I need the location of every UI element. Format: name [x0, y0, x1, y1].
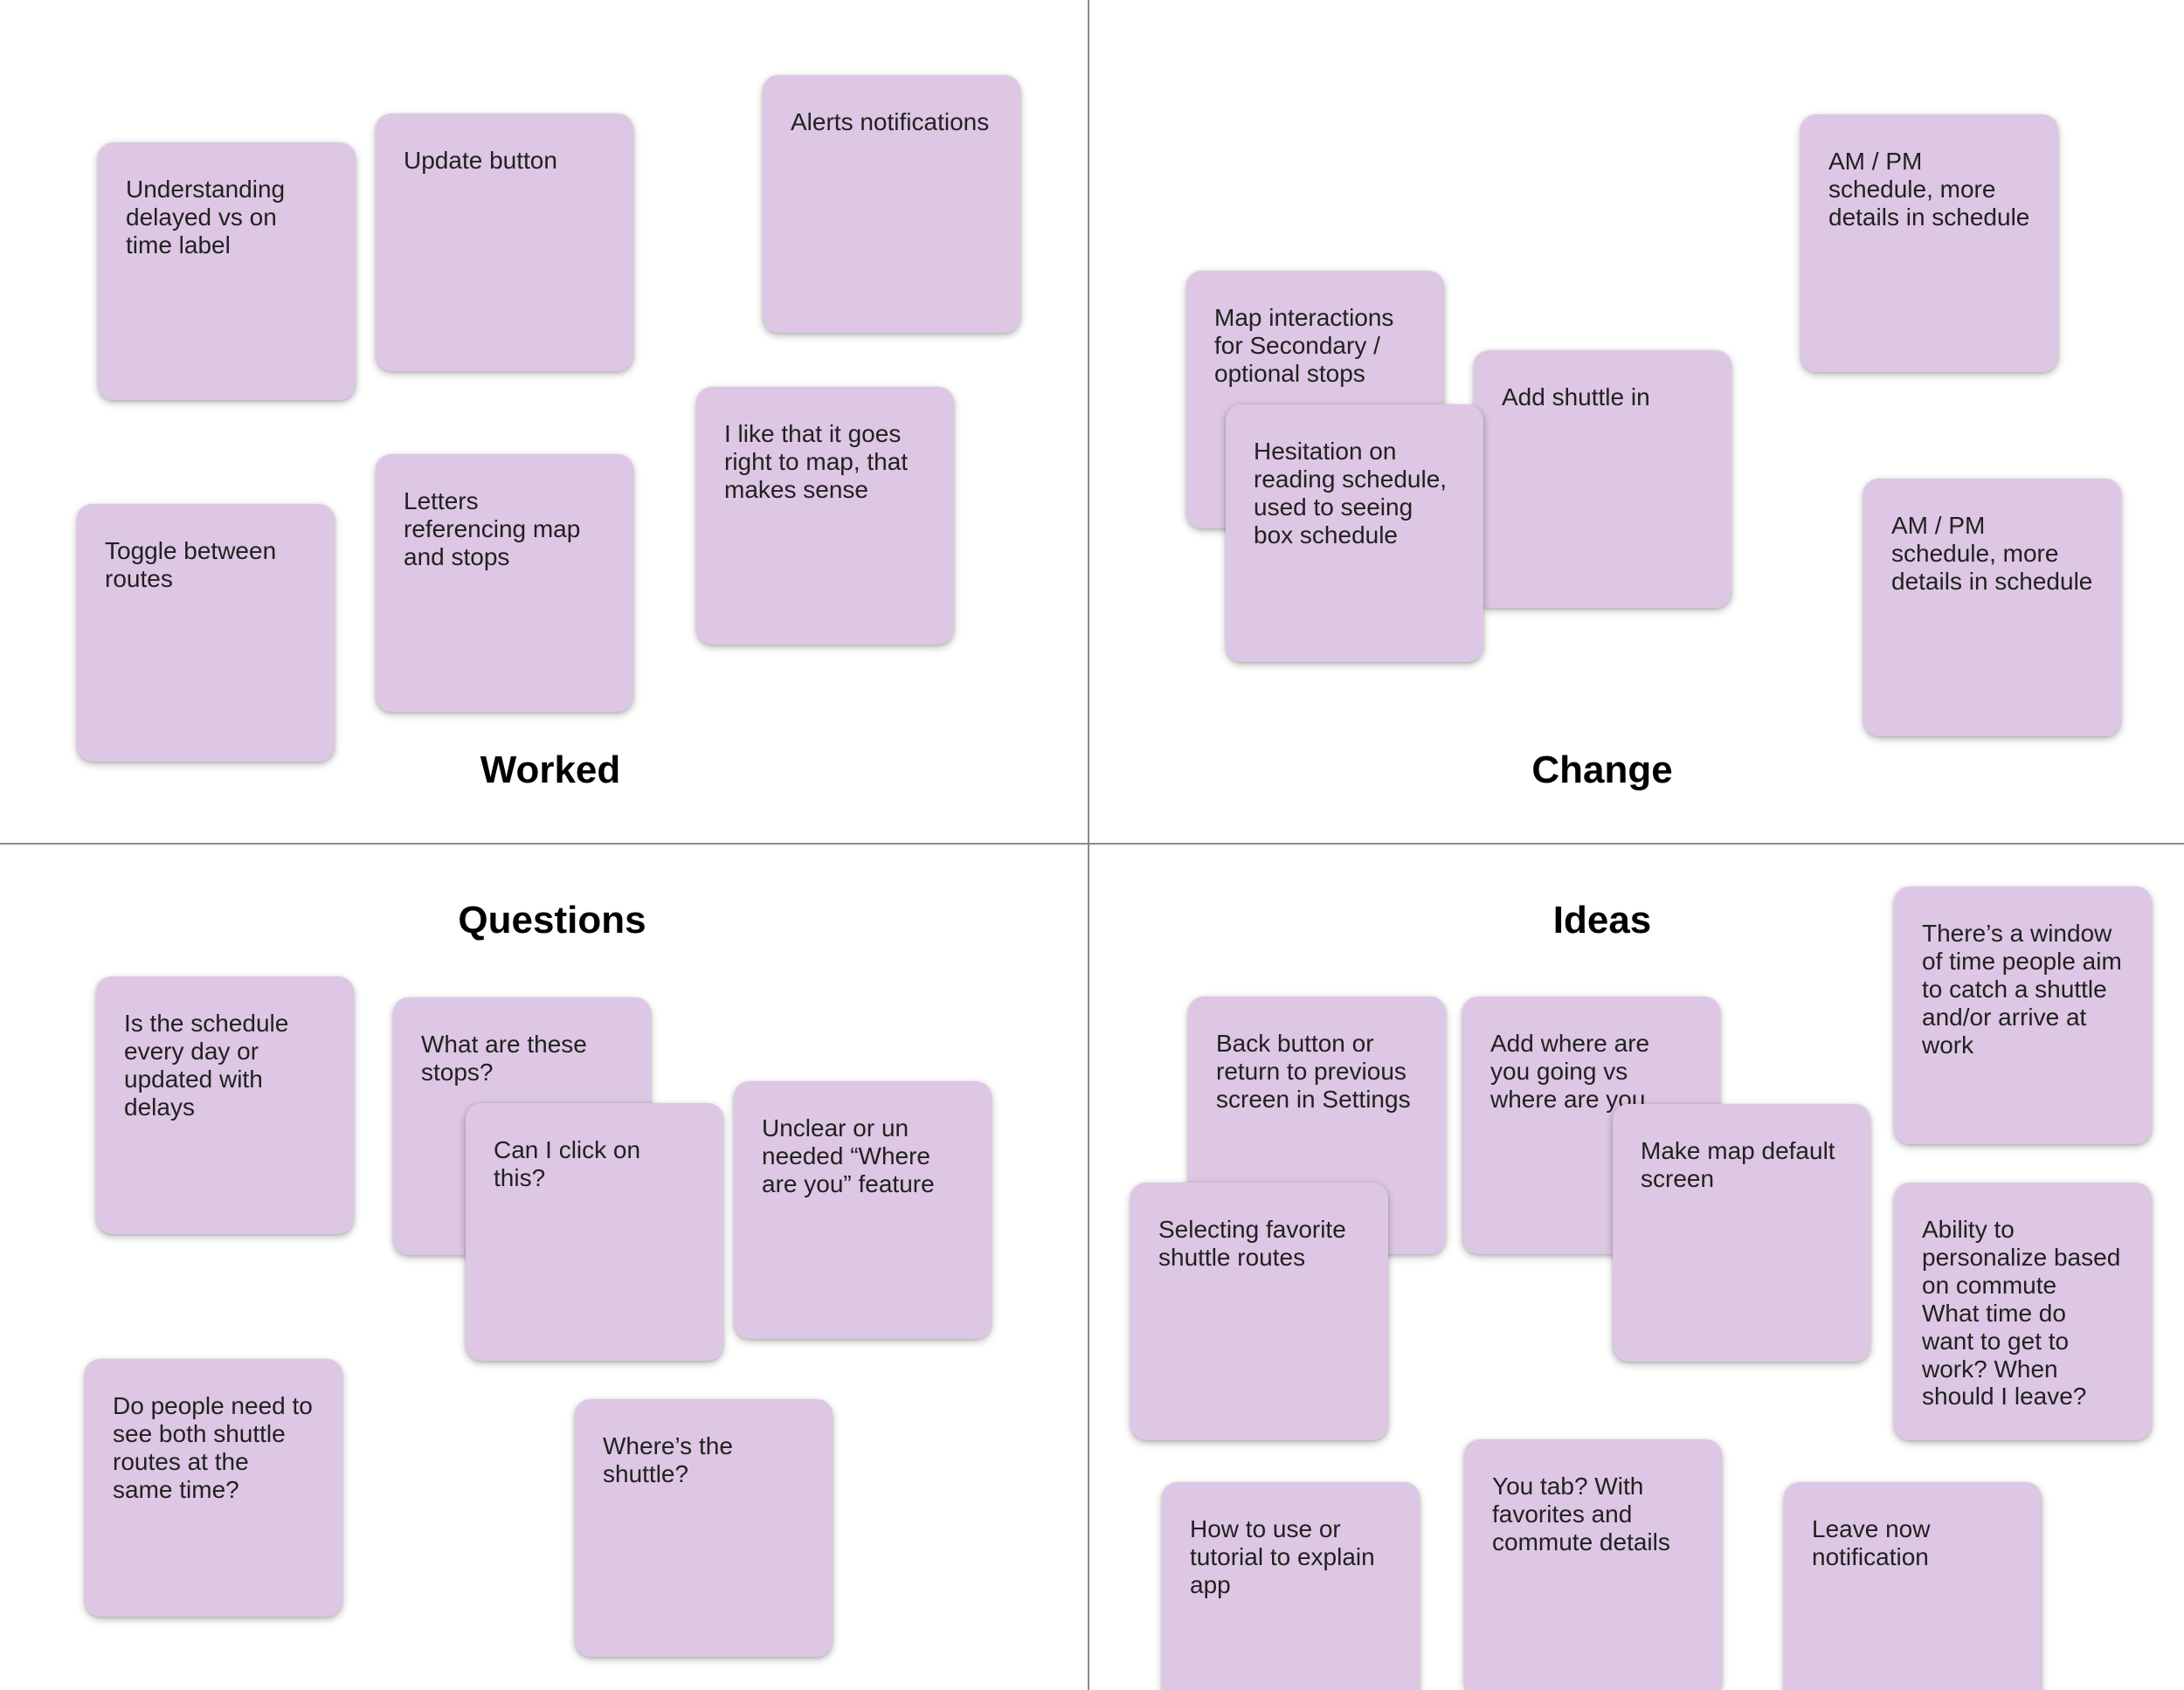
sticky-note[interactable]: Update button [376, 114, 633, 371]
sticky-note[interactable]: Understanding delayed vs on time label [98, 142, 356, 400]
sticky-note[interactable]: Can I click on this? [466, 1103, 723, 1361]
sticky-note[interactable]: Where’s the shuttle? [575, 1399, 833, 1657]
quadrant-label-questions[interactable]: Questions [458, 899, 646, 942]
sticky-note[interactable]: Do people need to see both shuttle route… [85, 1359, 342, 1617]
sticky-note[interactable]: Ability to personalize based on commute … [1894, 1183, 2152, 1440]
sticky-note[interactable]: AM / PM schedule, more details in schedu… [1800, 114, 2058, 372]
sticky-note[interactable]: Make map default screen [1613, 1104, 1870, 1362]
sticky-note[interactable]: Back button or return to previous screen… [1188, 997, 1446, 1254]
sticky-note[interactable]: Add shuttle in [1474, 350, 1731, 608]
vertical-divider-line [1088, 0, 1089, 1690]
sticky-note[interactable]: Selecting favorite shuttle routes [1130, 1183, 1388, 1440]
sticky-note[interactable]: AM / PM schedule, more details in schedu… [1863, 479, 2121, 736]
sticky-note[interactable]: Hesitation on reading schedule, used to … [1226, 404, 1483, 662]
sticky-note[interactable]: You tab? With favorites and commute deta… [1464, 1439, 1722, 1690]
quadrant-label-ideas[interactable]: Ideas [1552, 899, 1652, 942]
sticky-note[interactable]: Unclear or un needed “Where are you” fea… [734, 1081, 992, 1339]
horizontal-divider-line [0, 843, 2184, 845]
quadrant-label-worked[interactable]: Worked [480, 748, 621, 791]
sticky-note[interactable]: Leave now notification [1784, 1482, 2042, 1690]
sticky-note[interactable]: I like that it goes right to map, that m… [696, 387, 954, 645]
quadrant-label-change[interactable]: Change [1531, 748, 1673, 791]
sticky-note[interactable]: Is the schedule every day or updated wit… [96, 976, 354, 1234]
sticky-note[interactable]: Alerts notifications [763, 75, 1020, 333]
sticky-note[interactable]: Letters referencing map and stops [376, 454, 633, 712]
sticky-note[interactable]: How to use or tutorial to explain app [1162, 1482, 1420, 1690]
sticky-note[interactable]: There’s a window of time people aim to c… [1894, 886, 2152, 1144]
sticky-note[interactable]: Toggle between routes [77, 504, 335, 762]
